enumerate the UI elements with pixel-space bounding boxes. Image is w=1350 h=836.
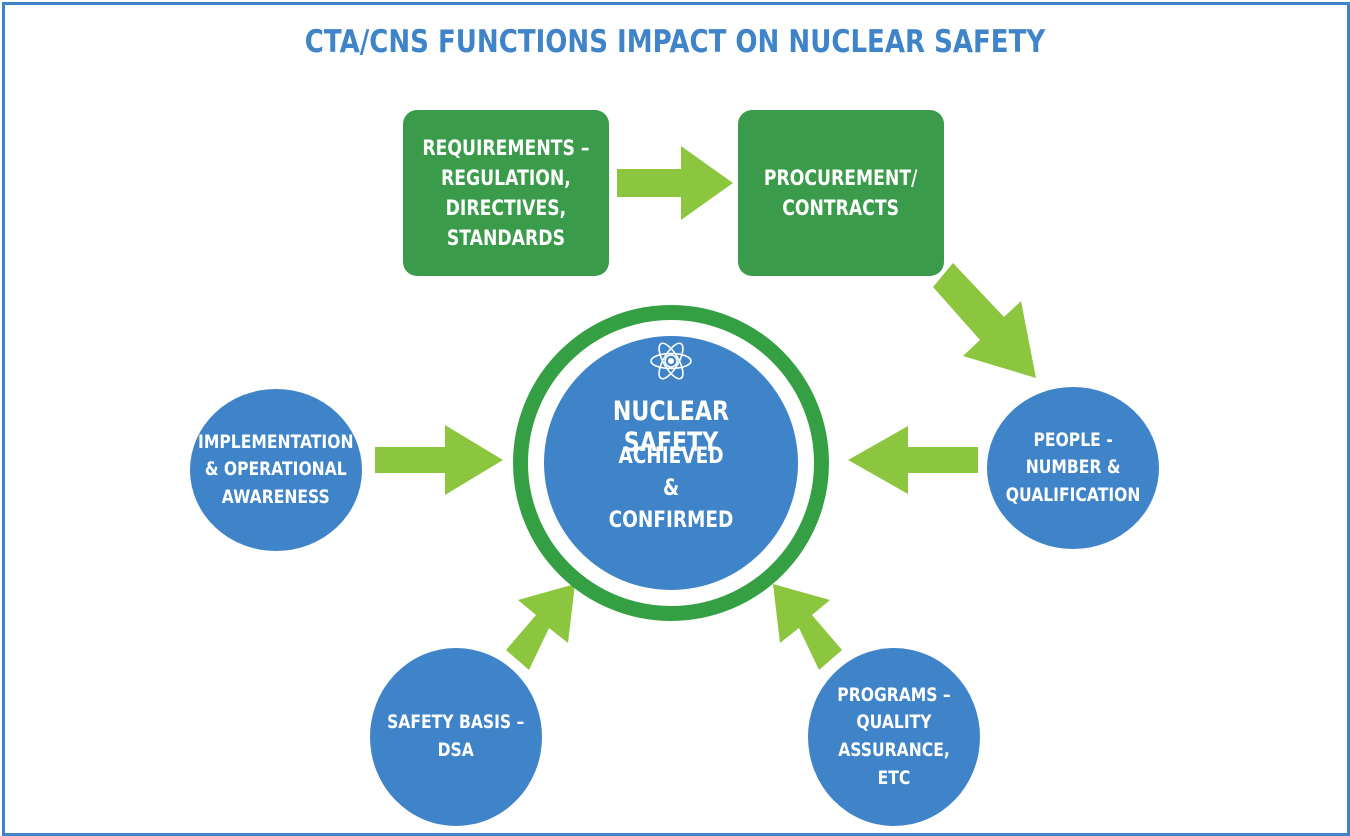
node-implementation-line: IMPLEMENTATION [198,430,354,453]
arrow-implementation-to-center [375,425,503,495]
arrow-safety-basis-to-center [506,584,575,670]
arrow-programs-to-center [773,584,842,670]
node-procurement-line: CONTRACTS [782,196,900,220]
arrow-procurement-to-people [933,263,1036,378]
node-requirements: REQUIREMENTS – REGULATION, DIRECTIVES, S… [403,110,609,276]
center-nuclear-safety: NUCLEAR SAFETY ACHIEVED & CONFIRMED [544,336,798,590]
center-line-confirmed: CONFIRMED [608,507,734,533]
node-people-line: PEOPLE - [1033,428,1113,451]
center-heading: NUCLEAR SAFETY [612,396,730,458]
node-requirements-line: REGULATION, [441,165,571,190]
node-programs: PROGRAMS – QUALITY ASSURANCE, ETC [808,648,980,826]
arrow-people-to-center [848,426,978,494]
center-line-ampersand: & [662,475,680,501]
center-subtext: ACHIEVED & CONFIRMED [564,441,777,537]
node-programs-line: ASSURANCE, ETC [838,739,950,789]
node-programs-line: QUALITY [856,711,932,734]
node-people-line: QUALIFICATION [1005,483,1141,506]
node-programs-line: PROGRAMS – [837,683,951,706]
node-safety-basis: SAFETY BASIS – DSA [370,648,542,826]
arrow-requirements-to-procurement [617,146,733,220]
node-requirements-line: DIRECTIVES, [445,196,567,220]
diagram-title: CTA/CNS FUNCTIONS IMPACT ON NUCLEAR SAFE… [304,24,1046,60]
center-line-achieved: ACHIEVED [618,444,724,469]
node-procurement-line: PROCUREMENT/ [764,165,918,190]
node-requirements-line: REQUIREMENTS – [422,135,590,160]
node-implementation-line: & OPERATIONAL [205,458,347,481]
node-requirements-line: STANDARDS [446,226,566,251]
node-implementation: IMPLEMENTATION & OPERATIONAL AWARENESS [190,389,362,551]
node-people: PEOPLE - NUMBER & QUALIFICATION [987,387,1159,549]
node-procurement: PROCUREMENT/ CONTRACTS [738,110,944,276]
node-implementation-line: AWARENESS [222,485,330,508]
node-people-line: NUMBER & [1025,456,1121,479]
node-safety-basis-line: SAFETY BASIS – [387,711,525,734]
atom-icon [650,342,692,380]
node-safety-basis-line: DSA [437,739,475,761]
